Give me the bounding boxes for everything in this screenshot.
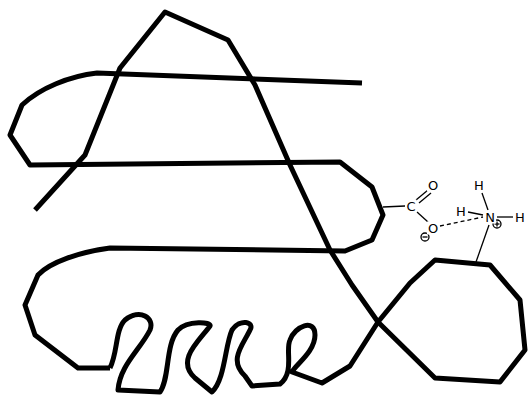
atom-label: H [514,211,526,224]
atom-label: O [427,179,439,192]
atom-label: N [484,211,496,224]
atom-label: C [405,200,416,213]
atom-label: O [427,222,439,235]
atom-label: H [473,179,485,192]
atom-label: H [455,205,467,218]
